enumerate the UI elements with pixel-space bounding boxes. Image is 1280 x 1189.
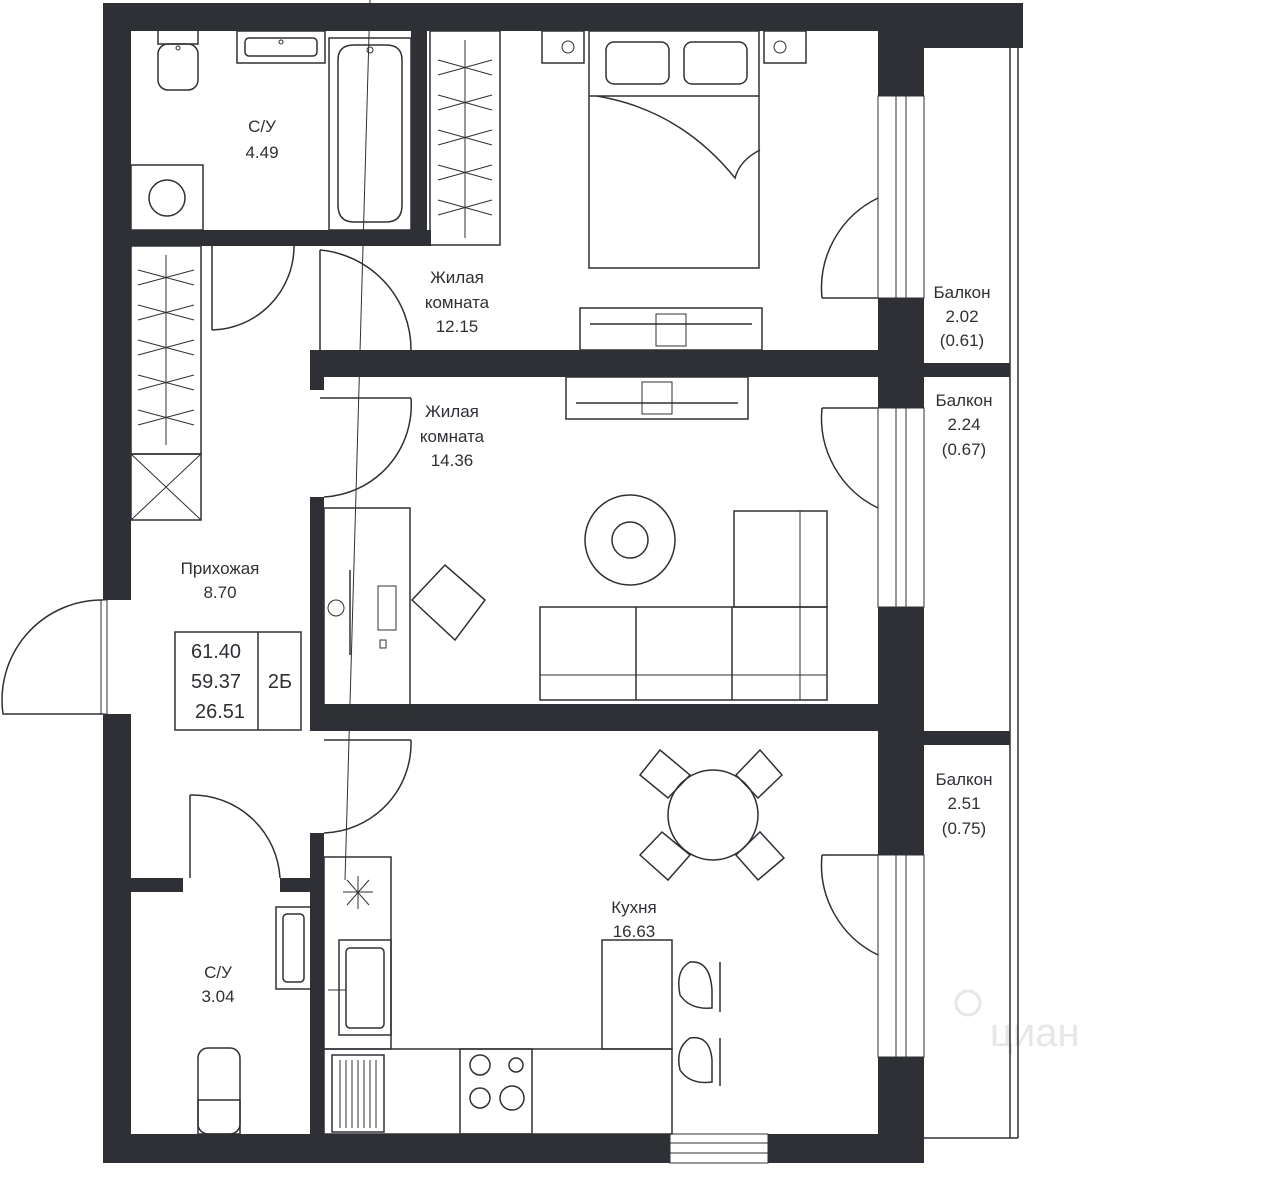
living-name-1: Жилая [425, 402, 479, 421]
balcony3-reduced: (0.75) [942, 819, 986, 838]
balcony1-name: Балкон [933, 283, 990, 302]
bathroom2-fixtures [197, 906, 312, 1135]
balcony3-area: 2.51 [947, 794, 980, 813]
kitchen-counter-icon [323, 0, 721, 1135]
walls [103, 3, 1023, 1163]
bedroom-name-1: Жилая [430, 268, 484, 287]
living-tv-stand-icon [565, 376, 749, 420]
total-area: 61.40 [191, 641, 241, 663]
living-area-total: 26.51 [195, 701, 245, 723]
coffee-table-icon [584, 494, 676, 586]
bedroom-area: 12.15 [436, 317, 479, 336]
area-without-balcony: 59.37 [191, 671, 241, 693]
sofa-icon [539, 510, 828, 701]
area-summary: 61.40 59.37 26.51 2Б [174, 631, 302, 731]
balcony-rail [924, 48, 1019, 1139]
balcony1-area: 2.02 [945, 307, 978, 326]
watermark-text: циан [990, 1011, 1080, 1055]
watermark: циан [954, 989, 1080, 1055]
kitchen-area: 16.63 [613, 922, 656, 941]
balcony1-reduced: (0.61) [940, 331, 984, 350]
bathroom1-area: 4.49 [245, 143, 278, 162]
wardrobe-icon [429, 30, 501, 246]
bed-icon [541, 30, 807, 269]
apartment-type: 2Б [268, 671, 292, 693]
living-area: 14.36 [431, 451, 474, 470]
sink-icon [236, 30, 326, 64]
bathroom2-name: С/У [204, 963, 232, 982]
hallway-name: Прихожая [181, 559, 260, 578]
living-name-2: комната [420, 427, 485, 446]
hallway-wardrobe-icon [130, 245, 202, 521]
doors [1, 197, 879, 956]
washing-machine-icon [130, 164, 204, 231]
desk-icon [323, 507, 487, 719]
balcony2-area: 2.24 [947, 415, 980, 434]
balcony2-name: Балкон [935, 391, 992, 410]
kitchen-name: Кухня [611, 898, 657, 917]
room-labels: С/У 4.49 Жилая комната 12.15 Жилая комна… [181, 117, 993, 1006]
bathroom2-area: 3.04 [201, 987, 234, 1006]
tv-stand-icon [579, 307, 763, 351]
balcony3-name: Балкон [935, 770, 992, 789]
furniture [130, 0, 828, 1135]
bedroom-name-2: комната [425, 293, 490, 312]
hallway-area: 8.70 [203, 583, 236, 602]
dining-table-icon [638, 748, 786, 882]
bathtub-icon [328, 37, 412, 231]
balcony2-reduced: (0.67) [942, 440, 986, 459]
toilet-icon [157, 29, 199, 91]
bathroom1-name: С/У [248, 117, 276, 136]
